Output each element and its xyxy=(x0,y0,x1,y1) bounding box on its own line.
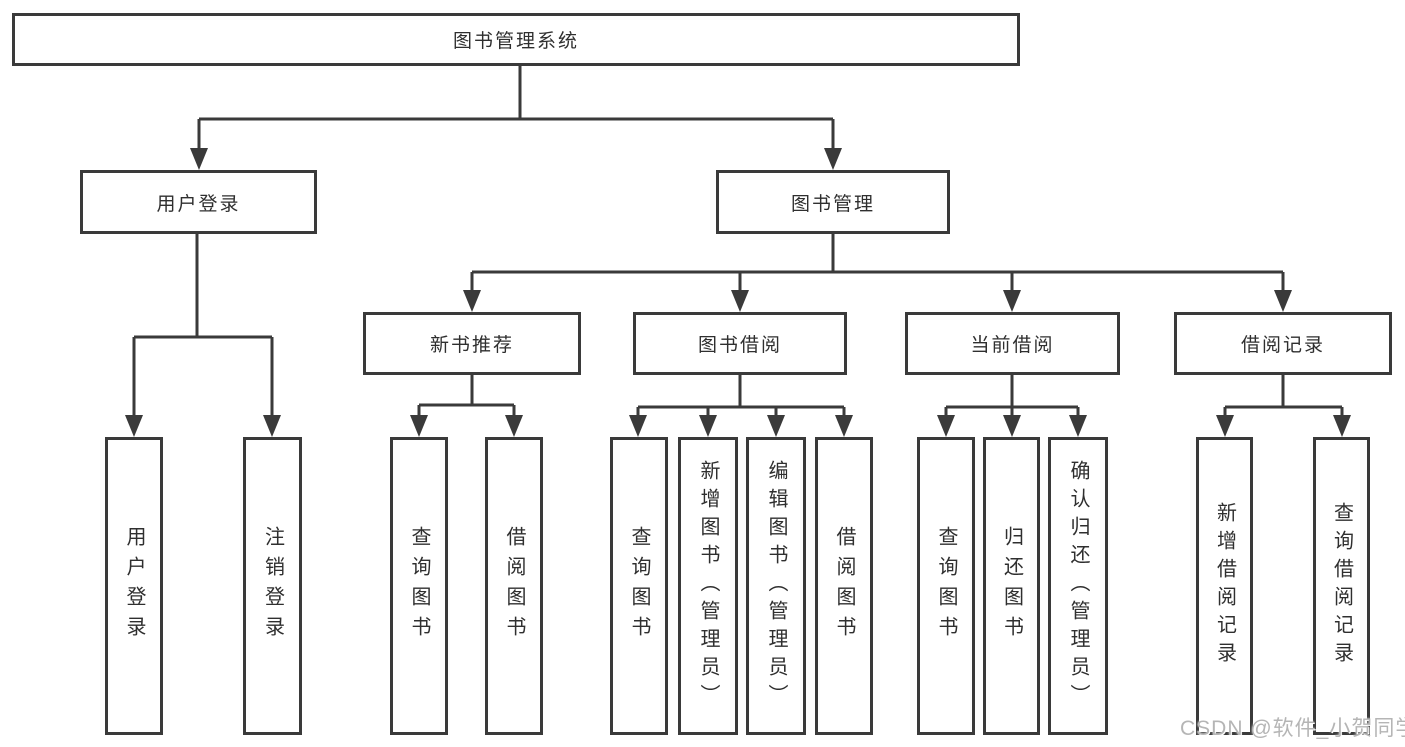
leaf-add-books-admin-label: 新增图书（管理员） xyxy=(697,460,719,712)
leaf-logout: 注销登录 xyxy=(243,437,302,735)
node-book-borrowing-label: 图书借阅 xyxy=(697,335,782,356)
leaf-borrow-books: 借阅图书 xyxy=(815,437,873,735)
leaf-query-books-current: 查询图书 xyxy=(917,437,975,735)
node-user-login: 用户登录 xyxy=(80,170,317,234)
leaf-query-books-current-label: 查询图书 xyxy=(935,526,957,646)
leaf-confirm-return-admin-label: 确认归还（管理员） xyxy=(1067,460,1089,712)
leaf-user-login-label: 用户登录 xyxy=(123,526,145,646)
node-borrowing-records: 借阅记录 xyxy=(1174,312,1392,375)
node-user-login-label: 用户登录 xyxy=(156,193,241,215)
node-book-management: 图书管理 xyxy=(716,170,950,234)
node-new-book-recommend: 新书推荐 xyxy=(363,312,581,375)
leaf-query-books-recommend-label: 查询图书 xyxy=(408,526,430,646)
leaf-query-books-recommend: 查询图书 xyxy=(390,437,448,735)
node-book-borrowing: 图书借阅 xyxy=(633,312,847,375)
leaf-query-borrow-record: 查询借阅记录 xyxy=(1313,437,1370,735)
node-current-borrowing: 当前借阅 xyxy=(905,312,1120,375)
leaf-return-books: 归还图书 xyxy=(983,437,1040,735)
leaf-return-books-label: 归还图书 xyxy=(1000,526,1023,646)
leaf-add-borrow-record: 新增借阅记录 xyxy=(1196,437,1253,735)
leaf-add-books-admin: 新增图书（管理员） xyxy=(678,437,738,735)
node-root: 图书管理系统 xyxy=(12,13,1020,66)
leaf-query-books-borrowing-label: 查询图书 xyxy=(628,526,650,646)
node-new-book-recommend-label: 新书推荐 xyxy=(429,335,514,356)
leaf-query-borrow-record-label: 查询借阅记录 xyxy=(1330,502,1353,670)
node-borrowing-records-label: 借阅记录 xyxy=(1240,335,1325,356)
leaf-logout-label: 注销登录 xyxy=(261,526,284,646)
leaf-add-borrow-record-label: 新增借阅记录 xyxy=(1213,502,1236,670)
leaf-edit-books-admin: 编辑图书（管理员） xyxy=(746,437,806,735)
leaf-borrow-books-recommend: 借阅图书 xyxy=(485,437,543,735)
leaf-edit-books-admin-label: 编辑图书（管理员） xyxy=(765,460,787,712)
leaf-borrow-books-label: 借阅图书 xyxy=(833,526,855,646)
leaf-user-login: 用户登录 xyxy=(105,437,163,735)
arrowheads xyxy=(125,148,1351,437)
node-book-management-label: 图书管理 xyxy=(790,193,875,215)
node-current-borrowing-label: 当前借阅 xyxy=(970,335,1055,356)
leaf-confirm-return-admin: 确认归还（管理员） xyxy=(1048,437,1108,735)
watermark: CSDN @软件_小贺同学 xyxy=(1180,717,1405,740)
node-root-label: 图书管理系统 xyxy=(452,31,579,52)
leaf-query-books-borrowing: 查询图书 xyxy=(610,437,668,735)
leaf-borrow-books-recommend-label: 借阅图书 xyxy=(503,526,525,646)
